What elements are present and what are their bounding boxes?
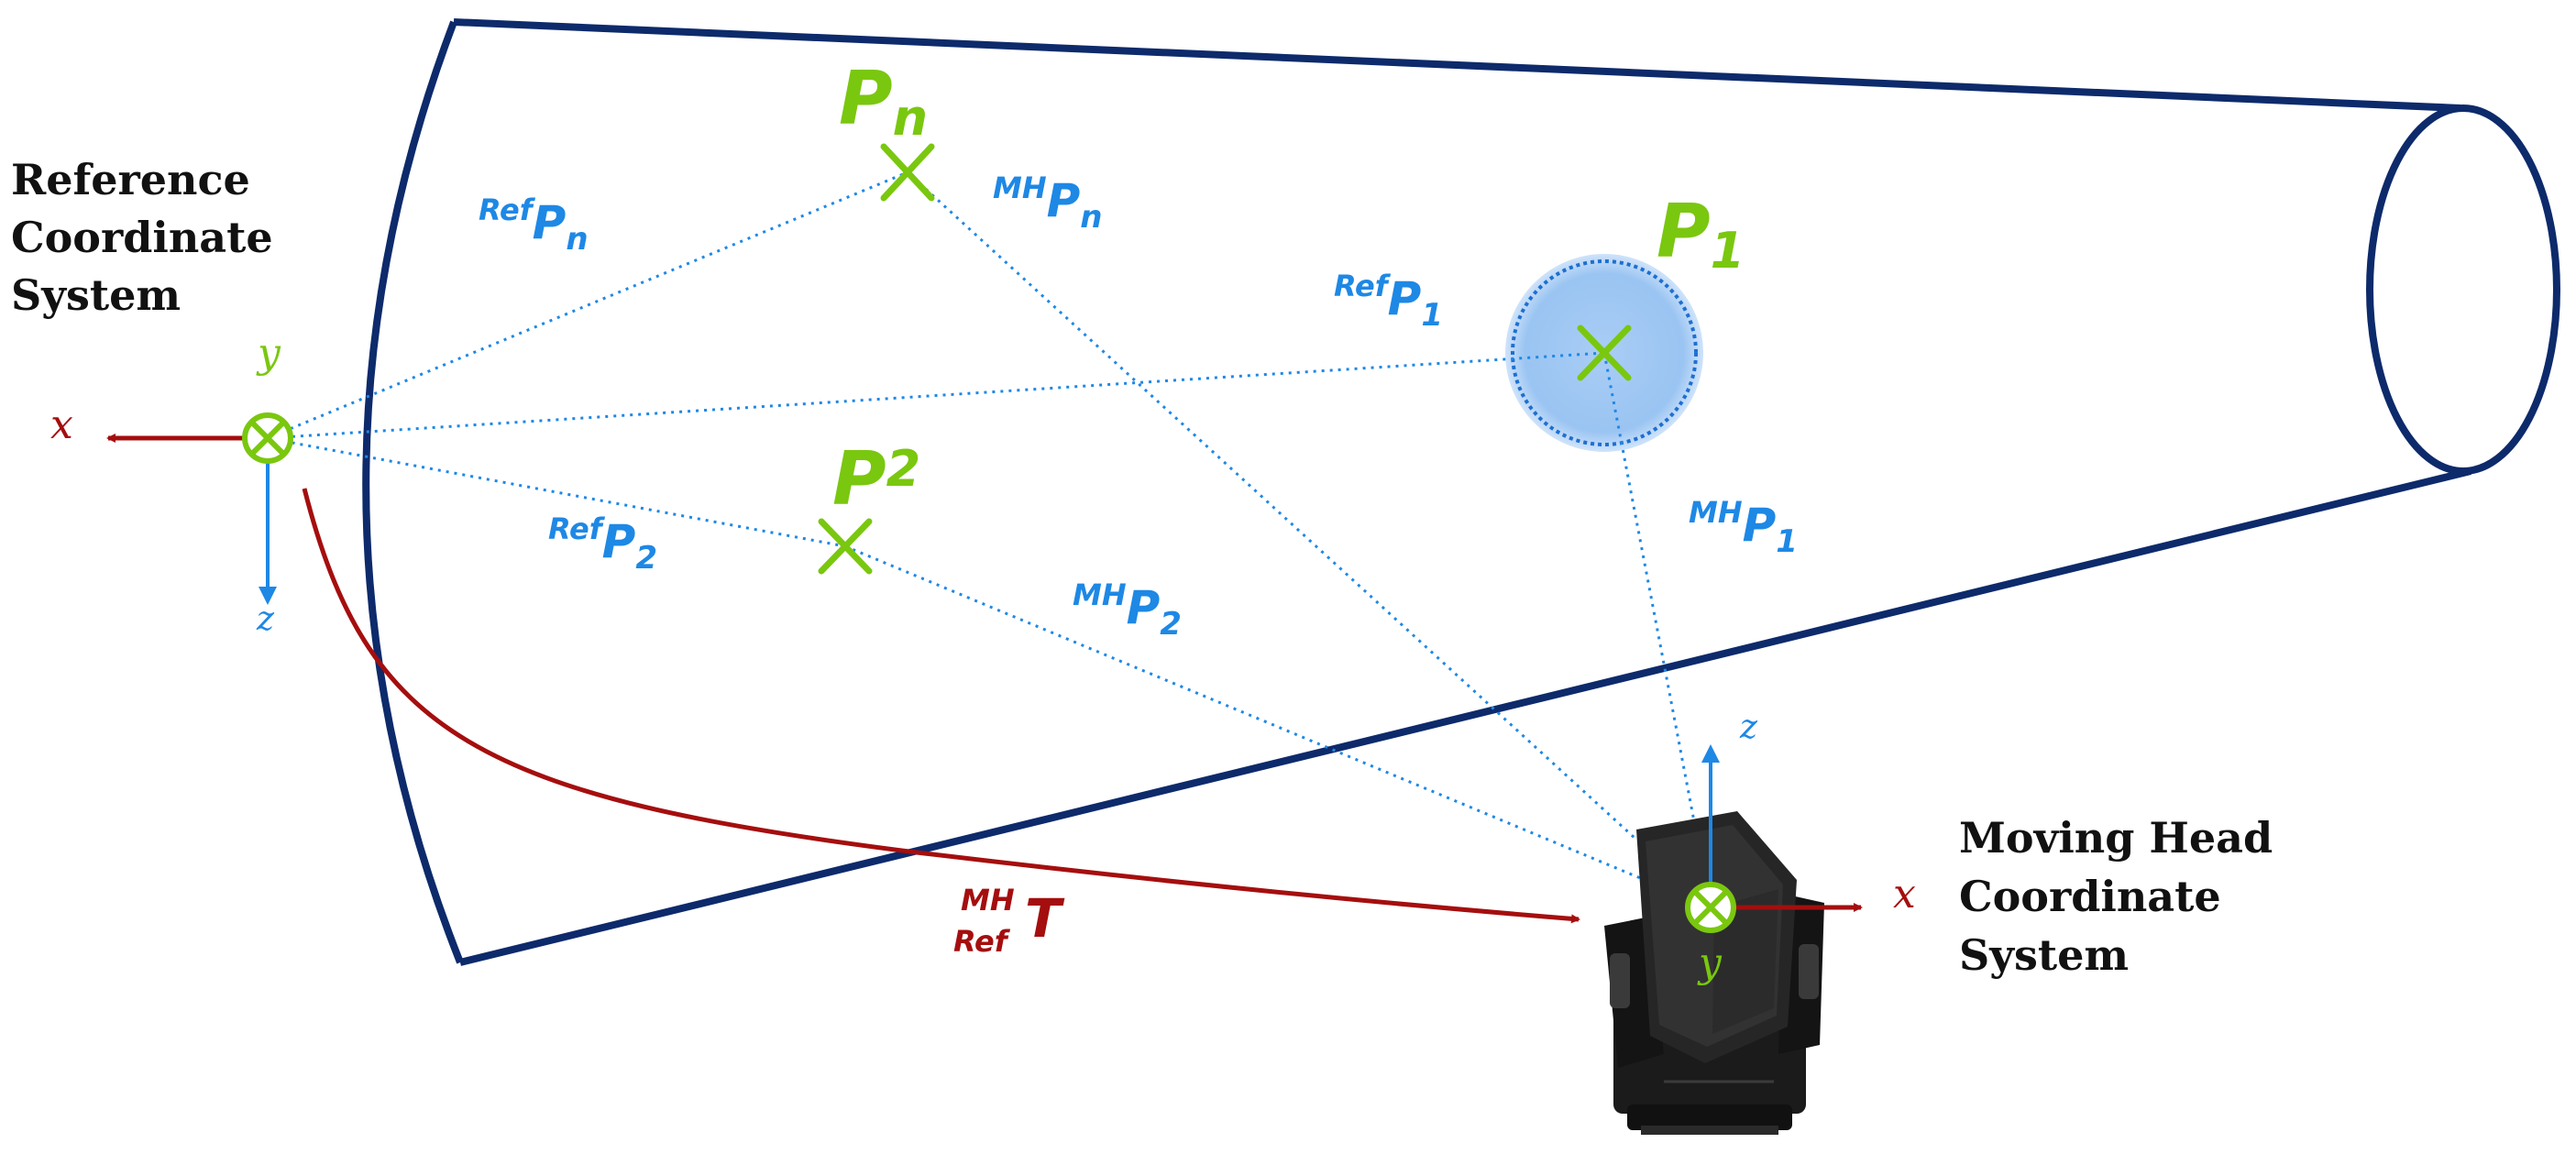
reference-y-label: y [256, 330, 281, 377]
transform-arrow [302, 488, 1580, 924]
mh-y-label: y [1697, 940, 1723, 986]
position-vectors [267, 170, 1712, 909]
frustum-bottom-edge [459, 467, 2471, 966]
frustum-top-edge [453, 18, 2461, 112]
pn-cross-icon [880, 143, 935, 202]
reference-x-label: x [50, 401, 73, 448]
vector-mh-pn-label: MHPn [993, 170, 1103, 236]
p1-cross-icon [1577, 324, 1632, 381]
reference-z-label: z [256, 600, 275, 638]
point-markers [818, 143, 1632, 575]
frustum-near-arc [362, 20, 464, 964]
moving-head-axes [1685, 744, 1863, 933]
vector-ref-p1-label: RefP1 [1334, 269, 1443, 334]
reference-system-label: Reference Coordinate System [11, 155, 288, 320]
moving-head-light-fixture-icon [1604, 811, 1824, 1135]
transform-label: MH Ref T [953, 883, 1065, 959]
reference-z-arrowhead [259, 587, 277, 605]
svg-text:T: T [1025, 887, 1065, 950]
mh-x-label: x [1893, 871, 1916, 918]
moving-head-system-label: Moving Head Coordinate System [1959, 813, 2287, 980]
svg-text:MH: MH [961, 883, 1015, 918]
p2-cross-icon [818, 518, 873, 575]
vector-ref-p2-label: RefP2 [548, 511, 657, 577]
vector-mh-p1-line [1602, 352, 1712, 908]
reference-y-into-page-icon [242, 412, 293, 464]
frustum-far-ellipse [2366, 104, 2560, 475]
vector-mh-p2-line [844, 544, 1712, 909]
mh-y-into-page-icon [1685, 882, 1736, 933]
light-beam-frustum [362, 18, 2560, 966]
mh-z-arrowhead [1701, 744, 1720, 763]
mh-z-label: z [1739, 709, 1758, 746]
vector-ref-p1-line [267, 351, 1605, 440]
vector-mh-p1-label: MHP1 [1689, 495, 1798, 560]
point-p1-label: P1 [1657, 189, 1745, 280]
reference-axes [106, 412, 293, 605]
point-p2-label: P2 [832, 436, 920, 522]
vector-ref-pn-line [267, 170, 908, 440]
vector-ref-pn-label: RefPn [479, 192, 589, 258]
point-pn-label: Pn [839, 56, 928, 147]
vector-mh-p2-label: MHP2 [1073, 577, 1182, 643]
svg-text:Ref: Ref [953, 924, 1011, 959]
